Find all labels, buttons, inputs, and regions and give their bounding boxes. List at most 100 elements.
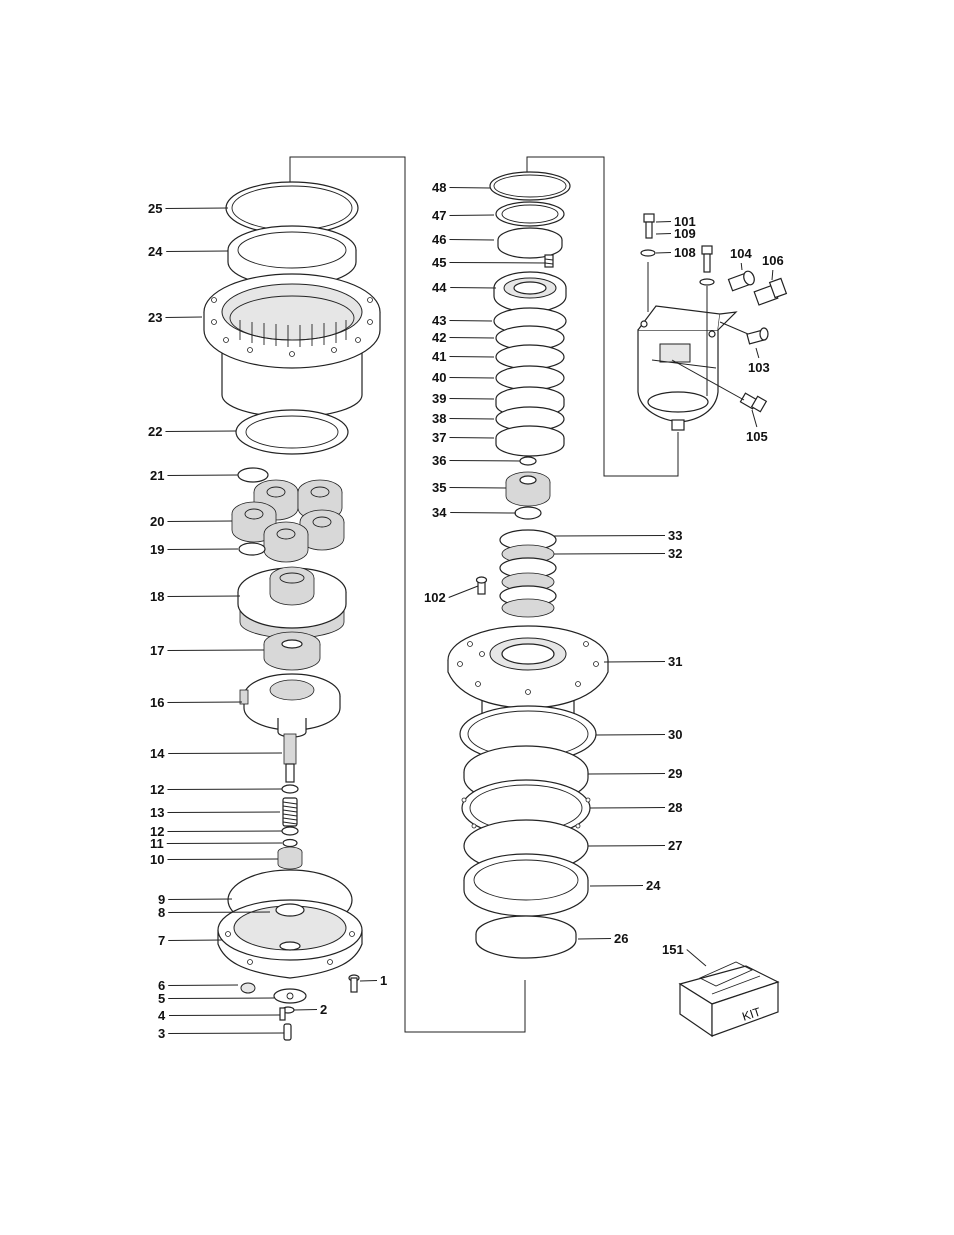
part-22-ring: [236, 410, 348, 454]
callout-number: 21: [150, 468, 164, 483]
callout-leader-line: [169, 1015, 280, 1016]
part-13-spring: [283, 798, 297, 826]
callout-number: 4: [158, 1008, 166, 1023]
callout-number: 25: [148, 201, 162, 216]
part-48-snap-ring: [490, 172, 570, 200]
callout-c20: 20: [150, 514, 232, 529]
part-103-fitting: [747, 328, 768, 344]
callout-c22: 22: [148, 424, 236, 439]
callout-c16: 16: [150, 695, 242, 710]
callout-c11: 11: [150, 836, 282, 851]
callout-c26: 26: [578, 931, 628, 946]
part-21-washer: [238, 468, 268, 482]
callout-number: 44: [432, 280, 447, 295]
callout-number: 39: [432, 391, 446, 406]
callout-leader-line: [590, 808, 665, 809]
callout-number: 22: [148, 424, 162, 439]
part-18-carrier: [238, 567, 346, 638]
callout-leader-line: [656, 234, 671, 235]
callout-c42: 42: [432, 330, 494, 345]
callout-number: 36: [432, 453, 446, 468]
callout-number: 106: [762, 253, 784, 268]
callout-leader-line: [588, 846, 665, 847]
part-104-fitting: [728, 270, 756, 291]
callout-c1: 1: [360, 973, 387, 988]
callout-leader-line: [554, 536, 665, 537]
callout-leader-line: [167, 475, 238, 476]
callout-c33: 33: [554, 528, 682, 543]
callout-leader-line: [165, 208, 228, 209]
callout-c151: 151: [662, 942, 706, 966]
callout-c7: 7: [158, 933, 222, 948]
callout-leader-line: [449, 321, 492, 322]
part-12-washer-a: [282, 785, 298, 793]
callout-c19: 19: [150, 542, 238, 557]
callout-c104: 104: [730, 246, 752, 270]
part-35-gear: [506, 472, 550, 506]
callout-leader-line: [687, 950, 706, 967]
callout-c28: 28: [590, 800, 682, 815]
callout-leader-line: [449, 461, 520, 462]
callout-c41: 41: [432, 349, 494, 364]
callout-leader-line: [165, 317, 202, 318]
callout-leader-line: [167, 521, 232, 522]
callout-c47: 47: [432, 208, 494, 223]
callout-number: 108: [674, 245, 696, 260]
callout-leader-line: [604, 662, 665, 663]
callout-c109: 109: [656, 226, 696, 241]
callout-leader-line: [554, 554, 665, 555]
callout-c31: 31: [604, 654, 682, 669]
part-6-plug: [241, 983, 255, 993]
callout-c105: 105: [746, 410, 768, 444]
part-26-ring: [476, 916, 576, 958]
callout-c4: 4: [158, 1008, 280, 1023]
callout-number: 104: [730, 246, 752, 261]
callout-leader-line: [449, 215, 494, 216]
callout-leader-line: [166, 251, 228, 252]
part-102-fitting: [477, 577, 487, 594]
callout-leader-line: [168, 899, 232, 900]
callout-leader-line: [752, 410, 757, 427]
callout-c24b: 24: [590, 878, 661, 893]
callout-leader-line: [167, 650, 264, 651]
callout-c3: 3: [158, 1026, 284, 1041]
callout-leader-line: [449, 488, 506, 489]
callout-c23: 23: [148, 310, 202, 325]
callout-c17: 17: [150, 643, 264, 658]
callout-number: 10: [150, 852, 164, 867]
callout-number: 30: [668, 727, 682, 742]
callout-leader-line: [167, 843, 282, 844]
callout-c21: 21: [150, 468, 238, 483]
callout-c2: 2: [294, 1002, 327, 1017]
callout-number: 33: [668, 528, 682, 543]
callout-leader-line: [168, 985, 238, 986]
callout-leader-line: [167, 789, 282, 790]
part-46-ring: [498, 228, 562, 258]
part-106-elbow: [754, 278, 786, 305]
part-101-bolt: [644, 214, 654, 238]
part-12-washer-b: [282, 827, 298, 835]
callout-leader-line: [596, 735, 665, 736]
callout-number: 28: [668, 800, 682, 815]
callout-number: 19: [150, 542, 164, 557]
callout-number: 102: [424, 590, 446, 605]
callout-leader-line: [167, 702, 242, 703]
callout-c14: 14: [150, 746, 282, 761]
part-36-washer: [520, 457, 536, 465]
callout-c43: 43: [432, 313, 492, 328]
callout-leader-line: [449, 338, 494, 339]
callout-number: 103: [748, 360, 770, 375]
callout-leader-line: [360, 981, 377, 982]
callout-c6: 6: [158, 978, 238, 993]
callout-leader-line: [741, 263, 742, 270]
callout-number: 35: [432, 480, 446, 495]
callout-number: 41: [432, 349, 446, 364]
callout-number: 40: [432, 370, 446, 385]
part-16-carrier: [240, 674, 340, 737]
callout-number: 1: [380, 973, 387, 988]
part-4-pin: [280, 1008, 285, 1020]
callout-leader-line: [449, 357, 494, 358]
callout-leader-line: [449, 586, 478, 598]
callout-number: 5: [158, 991, 165, 1006]
callout-c12b: 12: [150, 824, 282, 839]
